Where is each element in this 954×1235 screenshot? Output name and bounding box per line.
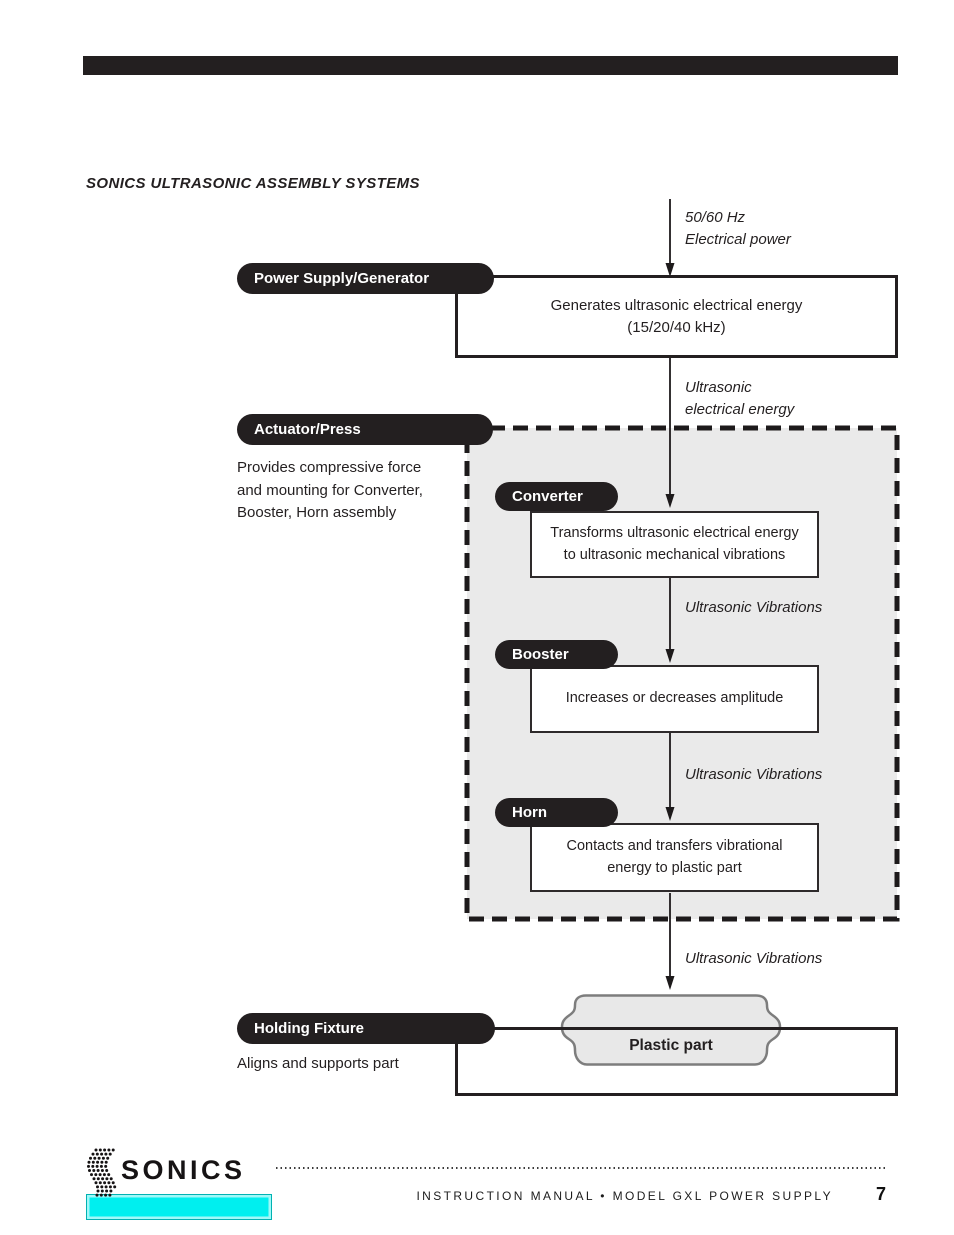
- flow-arrow-to-part: [665, 893, 675, 990]
- box-text-line: (15/20/40 kHz): [627, 318, 726, 336]
- box-text-line: Contacts and transfers vibrational: [566, 838, 783, 854]
- box-text-line: Generates ultrasonic electrical energy: [550, 297, 803, 314]
- flow-arrow-to-horn: [665, 733, 675, 821]
- label-ultrasonic-vibrations-1: Ultrasonic Vibrations: [685, 599, 823, 616]
- label-electrical-power: 50/60 Hz Electrical power: [685, 207, 791, 251]
- converter-box: Transforms ultrasonic electrical energy …: [530, 511, 819, 578]
- box-text-line: to ultrasonic mechanical vibrations: [563, 546, 786, 563]
- box-text-line: Increases or decreases amplitude: [565, 690, 784, 707]
- power-supply-box: Generates ultrasonic electrical energy (…: [455, 275, 898, 358]
- footer-manual-line: INSTRUCTION MANUAL • MODEL GXL POWER SUP…: [416, 1189, 833, 1203]
- box-text-line: Transforms ultrasonic electrical energy: [550, 525, 799, 541]
- label-line: electrical energy: [685, 401, 795, 418]
- booster-box: Increases or decreases amplitude: [530, 665, 819, 733]
- desc-line: Provides compressive force: [237, 459, 422, 476]
- power-supply-pill: Power Supply/Generator: [237, 263, 494, 294]
- label-ultrasonic-vibrations-3: Ultrasonic Vibrations: [685, 950, 823, 967]
- actuator-pill: Actuator/Press: [237, 414, 493, 445]
- holding-fixture-description: Aligns and supports part: [237, 1055, 399, 1072]
- flow-arrow-power-in: [665, 199, 675, 277]
- desc-line: and mounting for Converter,: [237, 481, 423, 499]
- horn-box: Contacts and transfers vibrational energ…: [530, 823, 819, 892]
- page-title: SONICS ULTRASONIC ASSEMBLY SYSTEMS: [86, 175, 420, 192]
- plastic-part-label: Plastic part: [629, 1037, 713, 1054]
- actuator-description: Provides compressive force and mounting …: [237, 457, 423, 525]
- top-black-bar: [83, 56, 898, 75]
- desc-line: Booster, Horn assembly: [237, 504, 397, 522]
- label-line: 50/60 Hz: [685, 209, 746, 226]
- label-line: Electrical power: [685, 231, 791, 248]
- converter-pill: Converter: [495, 482, 618, 511]
- sonics-logo-icon: [87, 1148, 117, 1197]
- horn-pill: Horn: [495, 798, 618, 827]
- flow-arrow-to-converter: [665, 358, 675, 508]
- plastic-part-outline: [560, 994, 782, 1066]
- flow-arrow-to-booster: [665, 578, 675, 663]
- label-ultrasonic-electrical-energy: Ultrasonic electrical energy: [685, 377, 794, 421]
- label-ultrasonic-vibrations-2: Ultrasonic Vibrations: [685, 766, 823, 783]
- footer-dotted-rule: [276, 1167, 888, 1170]
- sonics-logo-text: SONICS: [121, 1155, 246, 1185]
- holding-fixture-pill: Holding Fixture: [237, 1013, 495, 1044]
- box-text-line: energy to plastic part: [607, 859, 742, 876]
- plastic-part-shape: [560, 994, 782, 1066]
- booster-pill: Booster: [495, 640, 618, 669]
- holding-fixture-box: [455, 1027, 898, 1096]
- label-line: Ultrasonic: [685, 379, 752, 396]
- page-number: 7: [876, 1184, 887, 1204]
- footer-cyan-bar: [86, 1194, 272, 1220]
